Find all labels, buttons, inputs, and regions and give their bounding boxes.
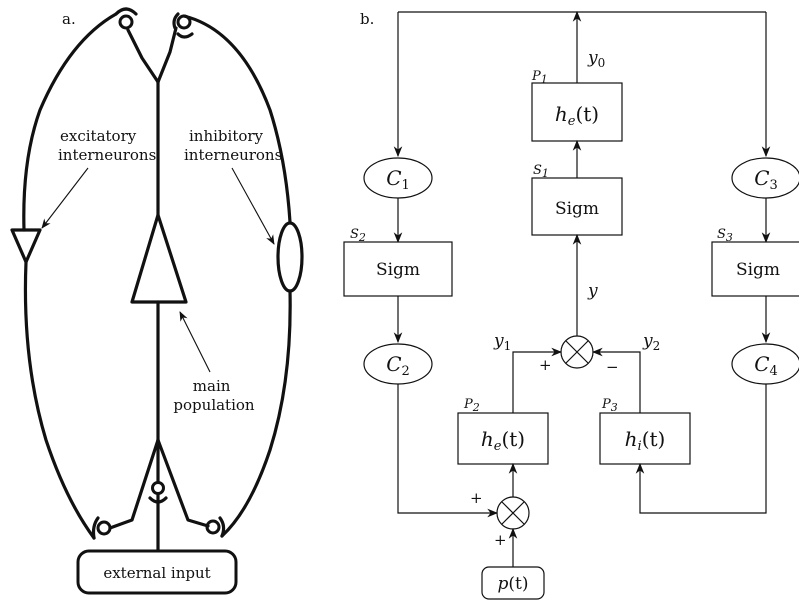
main-population-arrow (179, 311, 211, 373)
panel-a-label: a. (62, 10, 76, 28)
inhibitory-loop-lower (220, 289, 292, 538)
y2-wire (591, 347, 641, 413)
branch-upper-right (156, 26, 178, 84)
synapse-bottom-left (91, 516, 112, 540)
y2-label: y2 (642, 331, 660, 353)
y1-wire (512, 347, 563, 413)
excitatory-label: excitatory interneurons (58, 127, 156, 164)
sum-junction-bottom (496, 496, 530, 530)
p2-function: he(t) (481, 427, 525, 454)
p2-tag: P2 (463, 397, 480, 414)
p2-block (457, 412, 549, 465)
excitatory-arrow (41, 167, 89, 229)
inhibitory-ellipse (276, 221, 304, 293)
y0-label: y0 (587, 48, 605, 70)
inhibitory-arrow (231, 167, 275, 245)
plus-sign-sum-left: + (470, 489, 483, 507)
minus-sign-top: − (606, 358, 619, 376)
sum-junction-top (560, 335, 594, 369)
excitatory-loop-lower (23, 260, 96, 540)
synapse-bottom-right (205, 516, 226, 538)
p3-function: hi(t) (625, 427, 666, 454)
excitatory-triangle (10, 228, 42, 264)
plus-sign-sum-bottom: + (494, 531, 507, 549)
c3-label: C3 (754, 166, 778, 193)
branch-upper-left (126, 28, 160, 84)
input-label: p(t) (498, 574, 529, 594)
inhibitory-label: inhibitory interneurons (184, 127, 282, 164)
external-input-box (76, 549, 238, 595)
c2-label: C2 (386, 352, 410, 379)
s3-text: Sigm (736, 260, 780, 280)
c2-to-sum-wire (397, 384, 499, 518)
panel-a: a. (10, 7, 304, 595)
excitatory-loop-upper (22, 12, 118, 232)
p3-block (599, 412, 691, 465)
synapse-top-left (114, 7, 138, 30)
p3-tag: P3 (601, 397, 618, 414)
inhibitory-loop-upper (182, 14, 292, 224)
c1-label: C1 (386, 166, 410, 193)
c4-label: C4 (754, 352, 778, 379)
c4-to-p3-wire (635, 384, 767, 514)
y1-label: y1 (493, 331, 511, 353)
main-population-label: main population (173, 377, 254, 414)
s3-tag: S3 (717, 227, 733, 244)
branch-lower-right (156, 438, 210, 528)
panel-b: b. P1 he(t) y0 S1 Sigm y y1 y2 + − P2 (343, 10, 799, 600)
p1-function: he(t) (555, 102, 599, 129)
s3-block (711, 241, 799, 297)
main-population-triangle (130, 213, 188, 304)
s1-text: Sigm (555, 199, 599, 219)
s2-tag: S2 (350, 227, 366, 244)
branch-lower-left (108, 438, 160, 530)
s1-tag: S1 (533, 163, 549, 180)
s1-block (531, 177, 623, 236)
external-input-label: external input (103, 564, 210, 582)
panel-b-label: b. (360, 10, 374, 28)
plus-sign-top: + (539, 356, 552, 374)
s2-text: Sigm (376, 260, 420, 280)
p1-tag: P1 (531, 69, 548, 86)
synapse-middle (148, 481, 168, 504)
y-label: y (587, 281, 598, 301)
